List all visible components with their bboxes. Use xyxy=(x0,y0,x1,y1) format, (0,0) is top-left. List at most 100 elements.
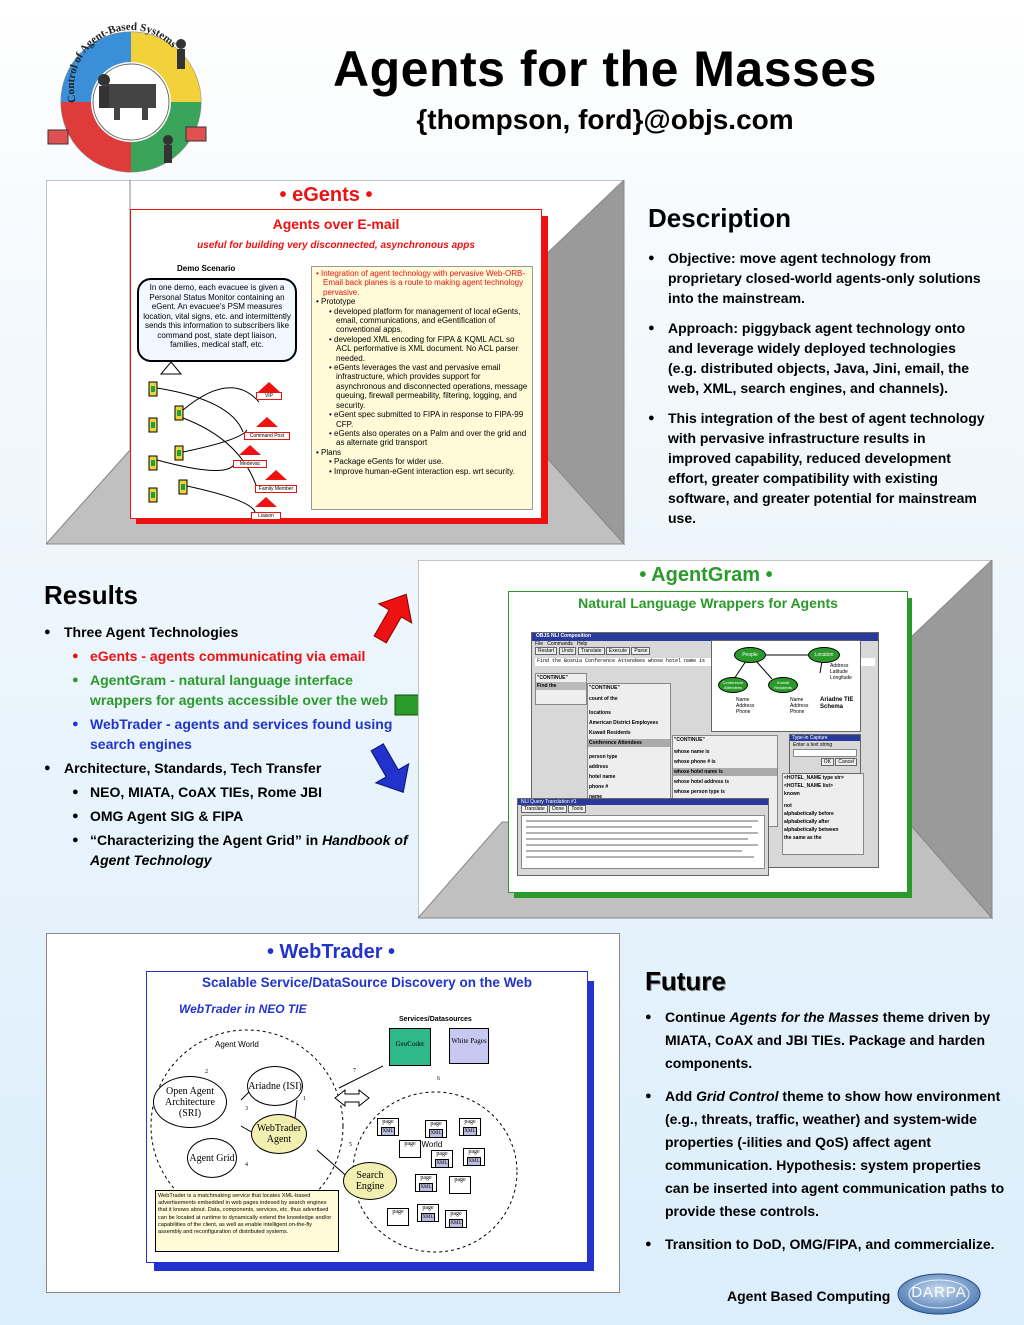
undo-button[interactable]: Undo xyxy=(558,647,577,655)
execute-button[interactable]: Execute xyxy=(605,647,630,655)
col2-item[interactable]: Kuwait Residents xyxy=(589,730,631,736)
node-webtrader-agent: WebTrader Agent xyxy=(251,1114,307,1154)
edge-num: 2 xyxy=(205,1069,208,1075)
results-heading: Results xyxy=(44,580,138,610)
sql-text-area[interactable] xyxy=(521,815,765,869)
restart-button[interactable]: Restart xyxy=(535,647,558,655)
col3-item[interactable]: "CONTINUE" xyxy=(674,737,705,743)
col2-item[interactable]: "CONTINUE" xyxy=(589,685,620,691)
col4-item[interactable]: alphabetically between xyxy=(784,827,839,833)
col4-item[interactable]: <HOTEL_NAME type str> xyxy=(784,775,844,781)
dialog-ok-button[interactable]: OK xyxy=(820,758,835,766)
demo-label: Demo Scenario xyxy=(177,264,236,273)
schema-node-location: Location xyxy=(808,647,840,663)
darpa-text: DARPA xyxy=(911,1284,967,1301)
future-heading: Future xyxy=(645,966,726,996)
web-page: page xyxy=(399,1140,421,1158)
translate-button[interactable]: Translate xyxy=(577,647,605,655)
description-item-1: Objective: move agent technology from pr… xyxy=(648,248,988,308)
col1-item[interactable]: "CONTINUE" xyxy=(537,675,568,681)
webtrader-note: WebTrader is a matchmaking service that … xyxy=(155,1190,339,1252)
col3-item[interactable]: whose hotel address is xyxy=(674,779,730,785)
egents-panel: • eGents • Agents over E-mail useful for… xyxy=(46,180,626,546)
webtrader-card: Scalable Service/DataSource Discovery on… xyxy=(146,971,588,1263)
nli-col1: "CONTINUE" Find the xyxy=(535,673,587,705)
sql-window: NLI Query Translation #1 Translate Done … xyxy=(517,798,769,876)
node-command-post-label: Command Post xyxy=(244,432,290,440)
node-family-member-label: Family Member xyxy=(255,485,297,493)
col4-item[interactable]: known xyxy=(784,791,800,797)
egents-panel-title: • eGents • xyxy=(279,184,373,206)
sql-text-lines xyxy=(526,820,758,858)
results-agentgram: AgentGram - natural language interface w… xyxy=(64,670,414,710)
logo: Control of Agent-Based Systems xyxy=(36,21,226,182)
col2-item[interactable]: locations xyxy=(589,710,611,716)
col2-item[interactable]: address xyxy=(589,764,609,770)
schema-label: Ariadne TIE Schema xyxy=(820,697,854,710)
menu-file[interactable]: File xyxy=(535,641,544,647)
webtrader-panel-title: • WebTrader • xyxy=(266,941,396,963)
schema-links xyxy=(733,654,823,680)
future-item-1: Continue Agents for the Masses theme dri… xyxy=(645,1006,1005,1075)
edge-num: 3 xyxy=(245,1106,248,1112)
col2-item[interactable]: count of the xyxy=(589,696,618,702)
node-agent-grid: Agent Grid xyxy=(187,1138,237,1178)
agentgram-panel-title: • AgentGram • xyxy=(639,564,773,586)
menu-commands[interactable]: Commands xyxy=(547,641,573,647)
egents-bullet-3: • Plans xyxy=(316,447,342,457)
future-list: Continue Agents for the Masses theme dri… xyxy=(645,1006,1005,1266)
egents-card-title: Agents over E-mail xyxy=(272,216,400,232)
sql-done-button[interactable]: Done xyxy=(549,805,568,813)
col3-item[interactable]: whose name is xyxy=(674,749,710,755)
sql-tools-button[interactable]: Tools xyxy=(568,805,587,813)
description-heading: Description xyxy=(648,203,792,233)
agentgram-card: Natural Language Wrappers for Agents OBJ… xyxy=(508,591,908,893)
col2-item[interactable]: hotel name xyxy=(589,774,616,780)
col3-item[interactable]: whose phone # is xyxy=(674,759,716,765)
webtrader-panel: • WebTrader • Scalable Service/DataSourc… xyxy=(46,933,620,1293)
egents-card-subtitle: useful for building very disconnected, a… xyxy=(197,240,475,251)
egents-card: Agents over E-mail useful for building v… xyxy=(130,209,542,520)
dialog-cancel-button[interactable]: Cancel xyxy=(835,758,857,766)
edge-num: 7 xyxy=(353,1068,356,1074)
col2-item[interactable]: person type xyxy=(589,754,618,760)
results-standards-2: OMG Agent SIG & FIPA xyxy=(64,806,414,826)
col4-item[interactable]: the same as the xyxy=(784,835,822,841)
col4-item[interactable]: alphabetically after xyxy=(784,819,830,825)
egents-bullets: • Integration of agent technology with p… xyxy=(311,266,533,510)
col3-item[interactable]: whose person type is xyxy=(674,789,725,795)
edge-num: 6 xyxy=(437,1076,440,1082)
col1-item[interactable]: Find the xyxy=(536,682,586,690)
query-field[interactable]: Find the Bosnia Conference Attendees who… xyxy=(535,658,875,666)
col4-item[interactable]: <HOTEL_NAME list> xyxy=(784,783,833,789)
egents-sub-5: • eGents also operates on a Palm and ove… xyxy=(329,428,527,448)
results-standards-1: NEO, MIATA, CoAX TIEs, Rome JBI xyxy=(64,782,414,802)
page-title: Agents for the Masses xyxy=(333,41,877,97)
col4-item[interactable]: not xyxy=(784,803,792,809)
page-subtitle: {thompson, ford}@objs.com xyxy=(416,104,794,135)
nli-menu: File Commands Help xyxy=(532,641,878,648)
col2-item[interactable]: Conference Attendees xyxy=(588,739,670,747)
col4-item[interactable]: alphabetically before xyxy=(784,811,834,817)
nli-toolbar: Restart Undo Translate Execute Parse xyxy=(532,647,878,657)
egents-sub-1: • developed platform for management of l… xyxy=(329,306,521,335)
results-standards-3: “Characterizing the Agent Grid” in Handb… xyxy=(64,830,414,870)
results-list: Three Agent Technologies eGents - agents… xyxy=(44,622,414,880)
egents-bullet-1: • Integration of agent technology with p… xyxy=(316,269,525,297)
edge-num: 4 xyxy=(245,1162,248,1168)
parse-button[interactable]: Parse xyxy=(631,647,651,655)
dialog-title: Type-in Capture xyxy=(790,735,860,741)
typein-dialog: Type-in Capture Enter a text string OK C… xyxy=(789,734,861,774)
col3-item[interactable]: whose hotel name is xyxy=(673,768,777,776)
egents-sub-2: • developed XML encoding for FIPA & KQML… xyxy=(329,334,519,363)
sql-translate-button[interactable]: Translate xyxy=(521,805,548,813)
col2-item[interactable]: American District Employees xyxy=(589,720,659,726)
blue-arrow xyxy=(370,743,410,794)
col2-item[interactable]: name xyxy=(589,794,603,800)
menu-help[interactable]: Help xyxy=(576,641,588,647)
dialog-input[interactable] xyxy=(793,749,857,757)
egents-sub-7: • Improve human-eGent interaction esp. w… xyxy=(329,466,515,476)
col2-item[interactable]: phone # xyxy=(589,784,609,790)
dialog-prompt: Enter a text string xyxy=(793,742,833,748)
